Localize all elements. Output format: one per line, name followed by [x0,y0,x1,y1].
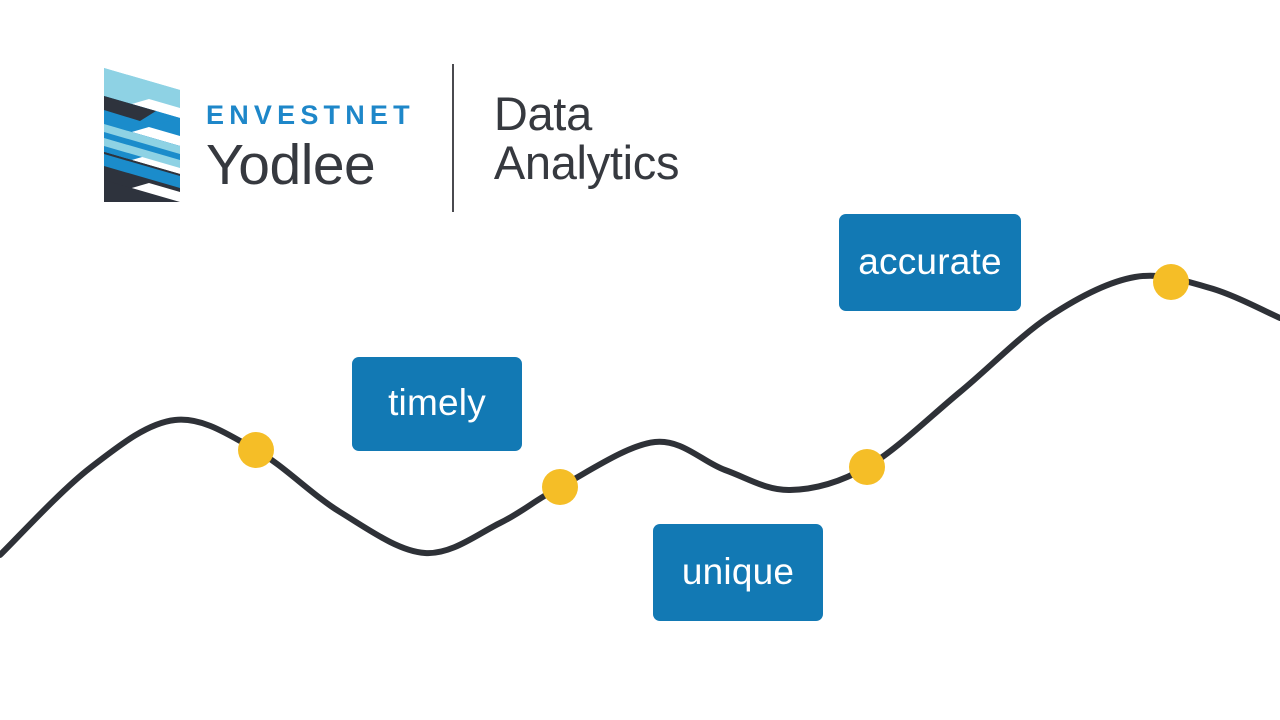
wave-line-path-group [0,272,1280,558]
envestnet-yodlee-logo-icon [104,68,180,202]
product-name-line-2: Analytics [493,136,680,189]
product-name-line-1: Data [493,86,592,140]
wave-line-path [0,272,1280,558]
lockup-divider [451,64,454,212]
brand-lockup: ENVESTNET Yodlee Data Analytics [100,64,680,212]
wave-marker-dot [849,449,885,485]
keyword-chip-label: unique [681,550,795,592]
wave-marker-dot [238,432,274,468]
keyword-chip-label: timely [388,382,486,423]
keyword-chip-unique[interactable]: unique [653,524,823,621]
envestnet-wordmark: ENVESTNET [206,99,415,130]
logo-band-blue-cross-3 [104,154,180,188]
brand-wordmark-block: ENVESTNET Yodlee [206,64,415,212]
logo-band-light-1b [104,68,180,112]
keyword-chip-accurate[interactable]: accurate [839,214,1021,311]
product-name: Data Analytics [493,64,680,212]
logo-band-navy-base [104,180,180,202]
wave-marker-dot [542,469,578,505]
logo-band-light-cross-2 [104,138,180,168]
logo-band-navy-accent-a [104,96,156,121]
wave-marker-dot [1153,264,1189,300]
logo-band-light-cross [104,124,180,154]
yodlee-wordmark: Yodlee [206,132,376,197]
keyword-chip-label: accurate [858,240,1002,282]
keyword-chip-timely[interactable]: timely [352,357,522,451]
